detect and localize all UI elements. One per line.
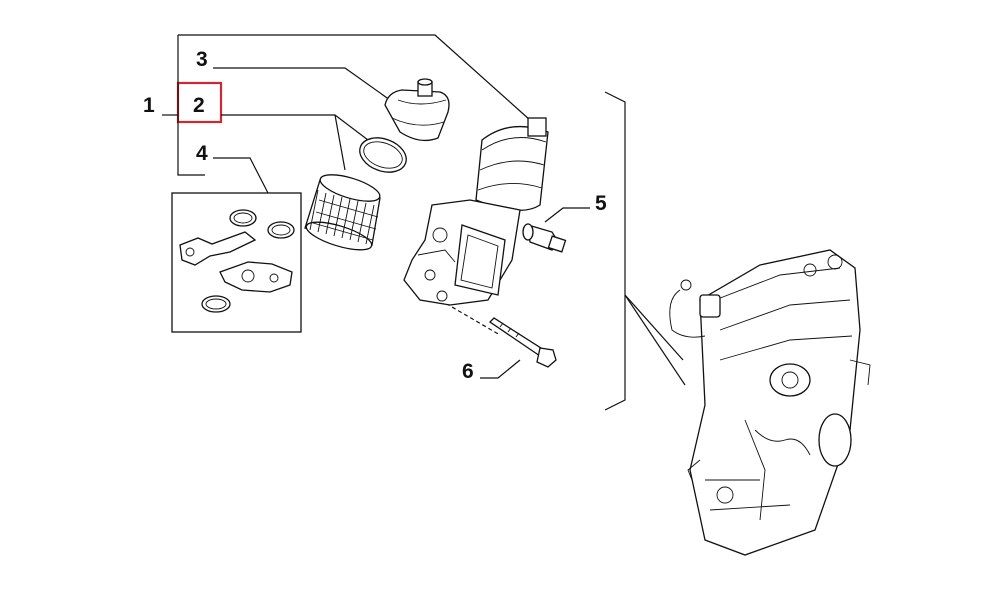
callout-2[interactable]: 2 <box>193 94 205 117</box>
callout-1[interactable]: 1 <box>143 94 155 117</box>
callout-6[interactable]: 6 <box>462 360 474 383</box>
gasket-kit[interactable] <box>171 192 302 333</box>
mounting-bolt[interactable] <box>488 317 557 368</box>
seal-ring[interactable] <box>355 132 411 178</box>
filter-cover-cap[interactable] <box>384 78 450 142</box>
callout-3[interactable]: 3 <box>196 48 208 71</box>
leader-lines <box>162 34 686 411</box>
filter-cartridge[interactable] <box>304 169 383 255</box>
callout-4[interactable]: 4 <box>196 142 208 165</box>
engine-assembly[interactable] <box>669 249 871 556</box>
callout-5[interactable]: 5 <box>595 192 607 215</box>
pressure-sensor[interactable] <box>522 223 567 253</box>
oil-filter-housing[interactable] <box>403 117 549 306</box>
